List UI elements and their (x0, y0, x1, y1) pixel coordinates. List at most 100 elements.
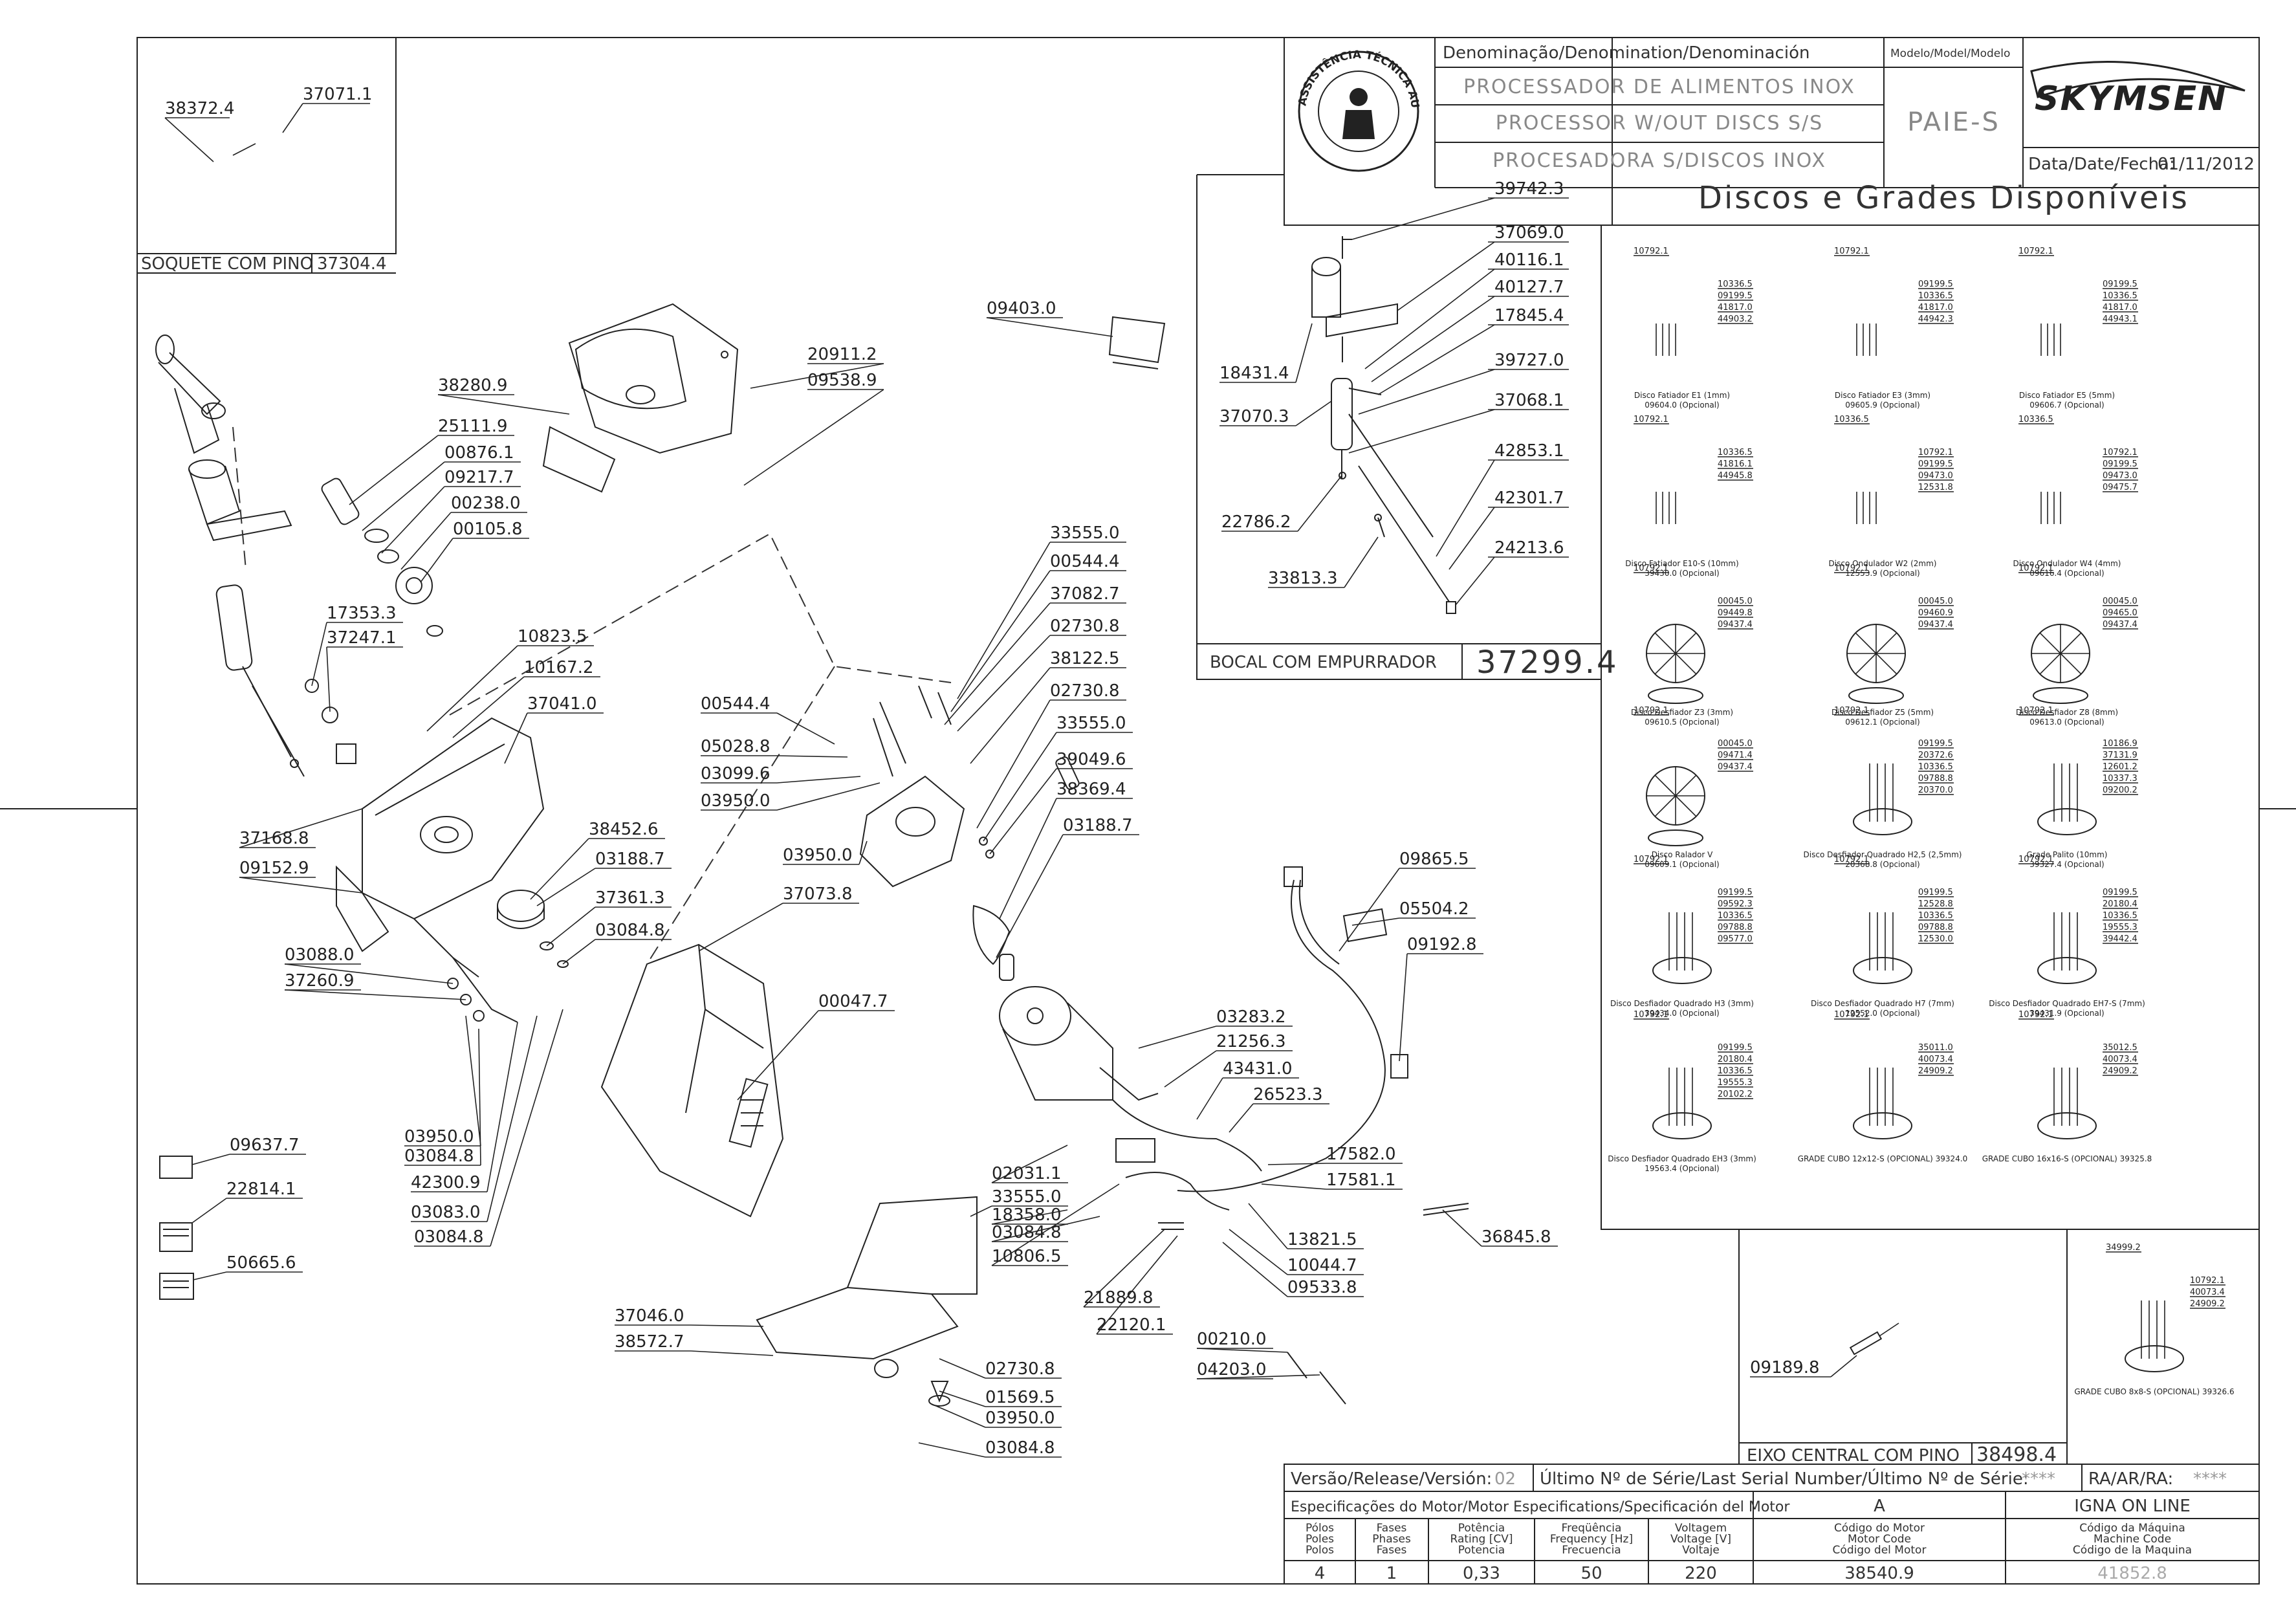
part-callout: 04203.0 (1196, 1360, 1320, 1379)
part-callout: 17581.1 (1261, 1170, 1403, 1190)
part-callout: 03950.0 (931, 1403, 1062, 1428)
part-callout: 33813.3 (1268, 536, 1379, 588)
part-callout: 09217.7 (381, 468, 521, 554)
spec-header: Voltagem (1675, 1522, 1727, 1535)
disc-item: 10792.109199.509592.310336.509788.809577… (1610, 855, 1754, 1018)
nozzle-box-label: BOCAL COM EMPURRADOR (1210, 653, 1437, 672)
part-number: 38572.7 (615, 1332, 684, 1352)
disc-part-number: 09577.0 (1718, 934, 1753, 944)
disc-part-number: 10792.1 (1634, 247, 1668, 256)
part-callout: 38280.9 (437, 376, 570, 415)
part-callout: 03084.8 (414, 1009, 563, 1247)
part-number: 37069.0 (1494, 223, 1564, 243)
part-callout: 37073.8 (698, 884, 859, 952)
part-number: 03088.0 (285, 945, 355, 965)
disc-caption: Disco Fatiador E10-S (10mm) (1625, 559, 1738, 568)
part-number: 43431.0 (1223, 1059, 1293, 1079)
disc-item: 10792.109199.510336.541817.044942.3Disco… (1834, 247, 1954, 410)
disc-part-number: 10336.5 (2018, 415, 2053, 424)
shaft-box-code: 38498.4 (1976, 1443, 2057, 1466)
part-number: 38122.5 (1050, 649, 1120, 668)
part-number: 26523.3 (1253, 1085, 1323, 1104)
part-number: 40127.7 (1494, 278, 1564, 297)
pulley (497, 890, 569, 968)
part-callout: 18358.0 (991, 1205, 1068, 1225)
disc-caption: Disco Desfiador Quadrado H3 (3mm) (1610, 999, 1754, 1008)
disc-code: 39434.0 (Opcional) (1645, 1009, 1719, 1018)
disc-code: 20368.8 (Opcional) (1845, 860, 1919, 869)
part-callout: 40116.1 (1364, 250, 1569, 369)
lid-hopper (542, 303, 739, 493)
part-number: 00047.7 (818, 992, 888, 1011)
part-number: 42853.1 (1494, 441, 1564, 461)
part-number: 09637.7 (230, 1136, 300, 1155)
motor-plate (859, 701, 994, 888)
part-callout: 37168.8 (239, 808, 363, 848)
assembly-line (646, 666, 835, 965)
socket-box: SOQUETE COM PINO 37304.4 38372.4 37071.1 (137, 38, 397, 274)
spec-header: Código de la Maquina (2073, 1544, 2192, 1557)
disc-part-number: 12528.8 (1918, 899, 1953, 909)
part-callout: 40127.7 (1371, 278, 1569, 382)
disc-caption: Grade Palito (10mm) (2027, 850, 2108, 859)
disc-caption: Disco Ondulador W2 (2mm) (1829, 559, 1937, 568)
drawing-frame (137, 37, 2260, 1585)
part-number: 37070.3 (1219, 407, 1289, 426)
name-pt: PROCESSADOR DE ALIMENTOS INOX (1463, 76, 1855, 98)
socket-box-code: 37304.4 (317, 254, 387, 274)
part-number: 03084.8 (985, 1438, 1055, 1458)
label-09637-icon (159, 1156, 193, 1179)
belt (972, 905, 1011, 965)
disc-part-number: 40073.4 (2103, 1055, 2137, 1064)
part-callout: 39049.6 (989, 750, 1133, 855)
disc-caption: Disco Fatiador E3 (3mm) (1835, 391, 1930, 400)
part-number: 24213.6 (1494, 538, 1564, 558)
part-callout: 10044.7 (1229, 1229, 1364, 1275)
disc-caption: GRADE CUBO 12x12-S (OPCIONAL) 39324.0 (1798, 1154, 1968, 1163)
disc-part-number: 44945.8 (1718, 471, 1753, 481)
spec-header: Phases (1372, 1533, 1411, 1546)
part-number: 09538.9 (807, 371, 877, 390)
disc-part-number: 09199.5 (1918, 280, 1953, 289)
part-number: 33555.0 (1050, 523, 1120, 543)
disc-part-number: 10792.1 (1634, 415, 1668, 424)
spec-header: Rating [CV] (1450, 1533, 1513, 1546)
part-callout: 39727.0 (1358, 351, 1569, 415)
spec-header: Código del Motor (1833, 1544, 1927, 1557)
spec-header: Poles (1306, 1533, 1334, 1546)
part-number: 33555.0 (992, 1187, 1062, 1207)
assembly-line (232, 426, 246, 570)
main-housing (336, 717, 545, 1023)
spec-header: Fases (1377, 1522, 1407, 1535)
discs-layer: 10792.110336.509199.541817.044903.2Disco… (1608, 247, 2234, 1396)
part-callout: 03084.8 (562, 921, 672, 965)
disc-part-number: 09199.5 (2103, 459, 2137, 469)
disc-part-number: 35012.5 (2103, 1043, 2137, 1053)
part-callout: 39742.3 (1351, 179, 1569, 240)
disc-code: 09606.7 (Opcional) (2029, 401, 2104, 410)
disc-code: 09605.9 (Opcional) (1845, 401, 1919, 410)
part-callout: 00544.4 (950, 552, 1126, 712)
part-number: 09217.7 (444, 468, 514, 487)
cabinet (600, 943, 784, 1218)
spec-value: 4 (1315, 1564, 1326, 1583)
part-number: 09192.8 (1407, 935, 1477, 954)
disc-part-number: 09473.0 (2103, 471, 2137, 481)
disc-part-number: 10336.5 (1918, 911, 1953, 921)
part-callout: 37069.0 (1397, 223, 1569, 311)
shaft-box-label: EIXO CENTRAL COM PINO (1747, 1446, 1960, 1465)
disc-part-number: 10336.5 (1718, 448, 1753, 457)
part-number: 18431.4 (1219, 364, 1289, 383)
part-callout: 03088.0 (284, 945, 454, 984)
spec-header: Fases (1377, 1544, 1407, 1557)
disc-part-number: 41817.0 (1918, 303, 1953, 313)
spec-value: 0,33 (1463, 1564, 1500, 1583)
disc-part-number: 09788.8 (1918, 923, 1953, 932)
part-number: 25111.9 (438, 417, 508, 436)
disc-part-number: 12530.0 (1918, 934, 1953, 944)
spec-header: Potencia (1458, 1544, 1505, 1557)
shaft-box: EIXO CENTRAL COM PINO 38498.4 09189.8 (1738, 1229, 2068, 1466)
disc-code: 09613.0 (Opcional) (2029, 718, 2104, 727)
disc-part-number: 09199.5 (1918, 888, 1953, 897)
